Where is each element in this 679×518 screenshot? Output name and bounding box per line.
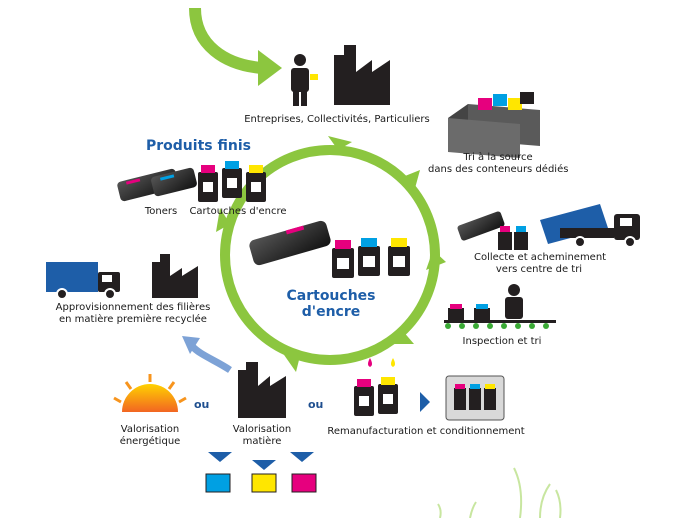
packaged-cartridge-icon xyxy=(445,375,505,421)
raw-material-cubes-icon xyxy=(205,473,317,493)
cycle-arrow-icon xyxy=(216,136,446,372)
grass-decoration xyxy=(437,467,562,518)
or-label-2: ou xyxy=(308,398,324,411)
recycle-return-arrow-icon xyxy=(182,336,232,373)
factory-icon xyxy=(334,45,390,105)
cartridge-icon xyxy=(198,161,266,202)
collection-toner-icon xyxy=(457,211,505,241)
raw-material-arrows-icon xyxy=(208,452,314,470)
person-icon xyxy=(291,54,318,106)
cartridges-label: Cartouches d'encre xyxy=(189,206,287,217)
supply-label-line2: en matière première recyclée xyxy=(59,314,207,325)
sun-icon xyxy=(113,374,187,412)
incoming-arrow-icon xyxy=(189,7,282,86)
finished-products-title: Produits finis xyxy=(146,138,251,154)
material-label-line1: Valorisation xyxy=(232,424,292,435)
energy-label-line1: Valorisation xyxy=(120,424,180,435)
energy-label-line2: énergétique xyxy=(119,436,181,447)
source-label: Entreprises, Collectivités, Particuliers xyxy=(244,114,430,125)
sorting-label-line1: Tri à la source xyxy=(463,152,533,163)
arrow-right-icon xyxy=(420,392,430,412)
collection-truck-icon xyxy=(540,204,640,248)
material-factory-icon xyxy=(238,362,286,418)
conveyor-icon xyxy=(444,284,556,329)
collection-cartridge-icon xyxy=(498,226,528,250)
center-cartridge-icon xyxy=(332,238,410,278)
center-label: Cartouches d'encre xyxy=(286,288,376,320)
or-label-1: ou xyxy=(194,398,210,411)
inspection-label: Inspection et tri xyxy=(462,336,542,347)
supply-truck-icon xyxy=(46,262,120,300)
collection-label-line2: vers centre de tri xyxy=(495,264,583,275)
material-label-line2: matière xyxy=(242,436,282,447)
supply-factory-icon xyxy=(152,254,198,298)
reman-label: Remanufacturation et conditionnement xyxy=(327,426,525,437)
bin-icon xyxy=(448,92,540,158)
toners-label: Toners xyxy=(144,206,178,217)
reman-cartridge-icon xyxy=(354,358,398,416)
supply-label-line1: Approvisionnement des filières xyxy=(55,302,211,313)
collection-label-line1: Collecte et acheminement xyxy=(474,252,607,263)
toner-icon xyxy=(117,167,197,202)
sorting-label-line2: dans des conteneurs dédiés xyxy=(428,164,569,175)
center-toner-icon xyxy=(249,220,331,266)
